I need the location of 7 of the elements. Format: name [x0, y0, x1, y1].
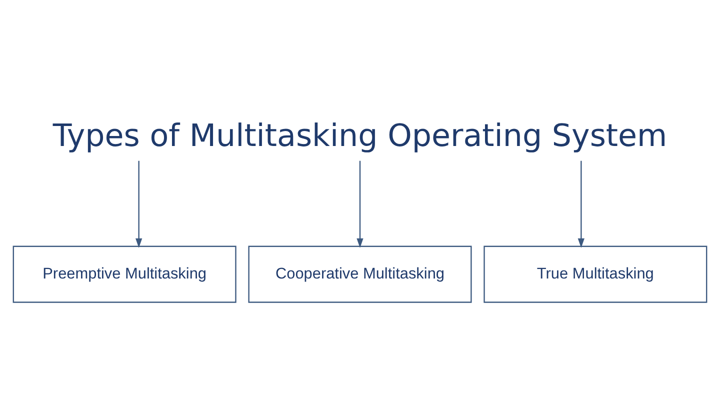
node-box: Preemptive Multitasking [12, 245, 236, 302]
arrow [136, 160, 142, 248]
node-text: Types of Multitasking Operating System [52, 118, 668, 154]
node-box: True Multitasking [484, 245, 708, 302]
arrow [356, 160, 364, 248]
arrow [578, 160, 584, 248]
node-box: Cooperative Multitasking [248, 245, 472, 302]
